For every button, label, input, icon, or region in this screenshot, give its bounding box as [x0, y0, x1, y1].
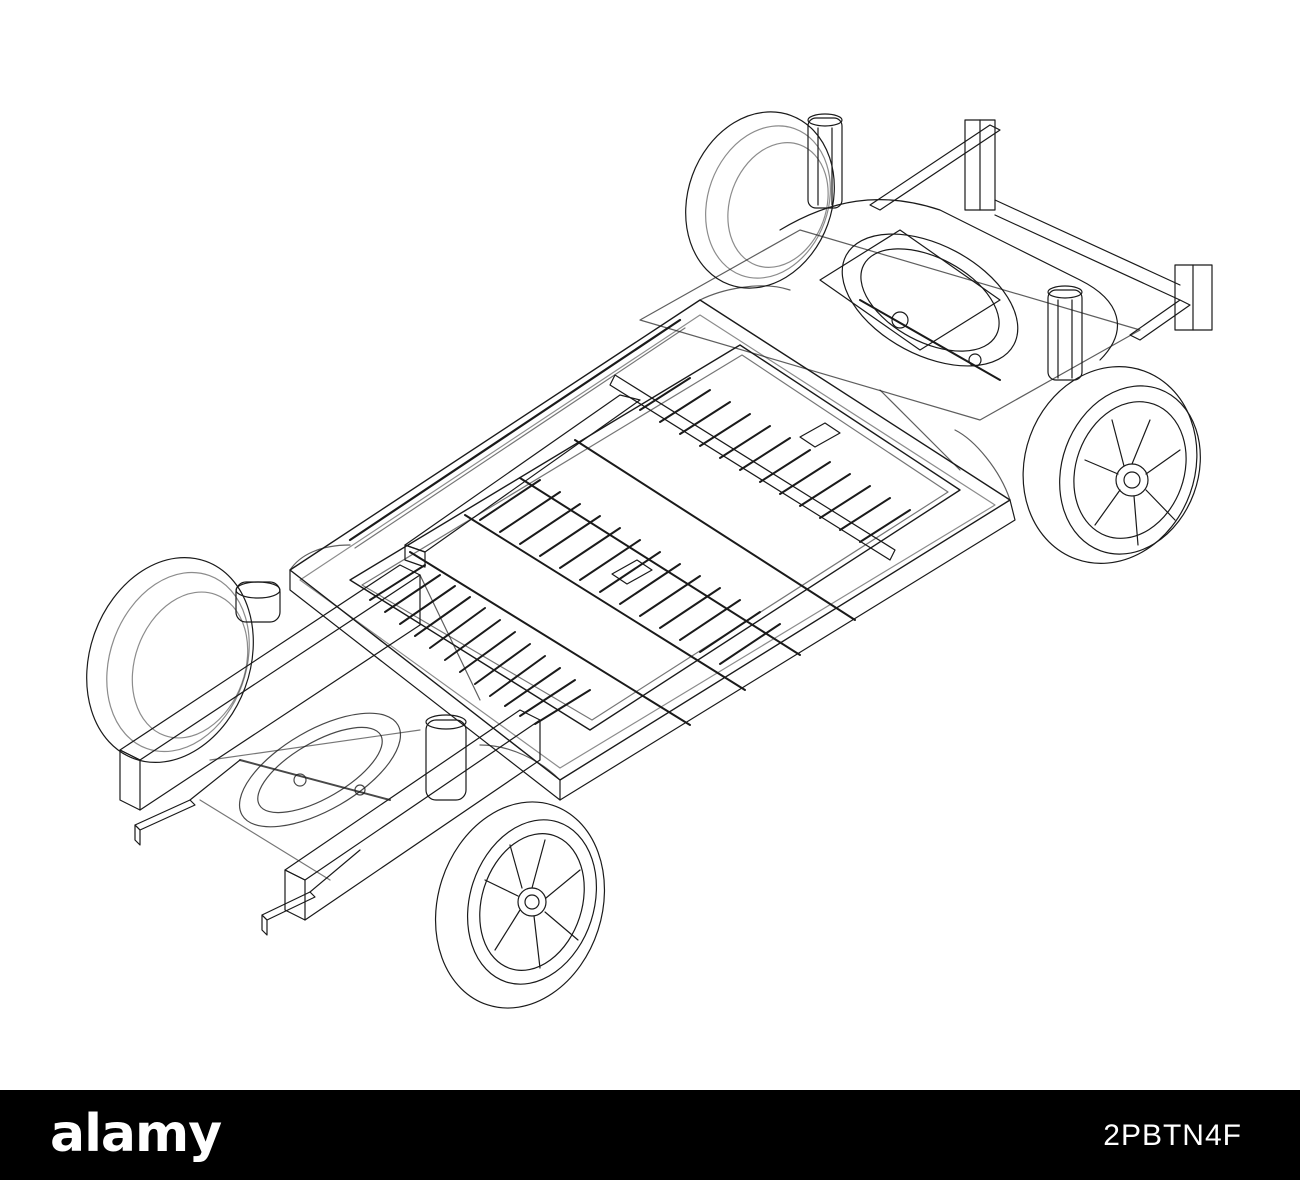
wheel-front-right: [434, 801, 606, 1009]
battery-cells-left: [369, 564, 591, 725]
ev-chassis-wireframe: [86, 111, 1213, 1009]
rear-drive-unit: [819, 229, 1019, 381]
battery-plate-2: [611, 559, 653, 585]
wheel-rear-right: [1022, 366, 1201, 564]
wheel-rear-left: [685, 111, 835, 289]
front-drive-unit: [238, 712, 402, 828]
battery-cells-middle: [479, 479, 781, 665]
battery-pack: [349, 344, 961, 731]
brand-logo: alamy: [50, 1104, 222, 1164]
rear-subframe: [639, 119, 1213, 421]
battery-plate-1: [799, 422, 841, 448]
battery-cells-right: [639, 377, 911, 543]
image-id-label: 2PBTN4F: [1103, 1119, 1242, 1152]
wheel-front-left: [86, 557, 254, 763]
front-subframe: [119, 564, 541, 936]
watermark-bar: alamy 2PBTN4F: [0, 1090, 1300, 1180]
chassis-drawing: [86, 111, 1213, 1009]
side-sills: [289, 285, 1011, 781]
